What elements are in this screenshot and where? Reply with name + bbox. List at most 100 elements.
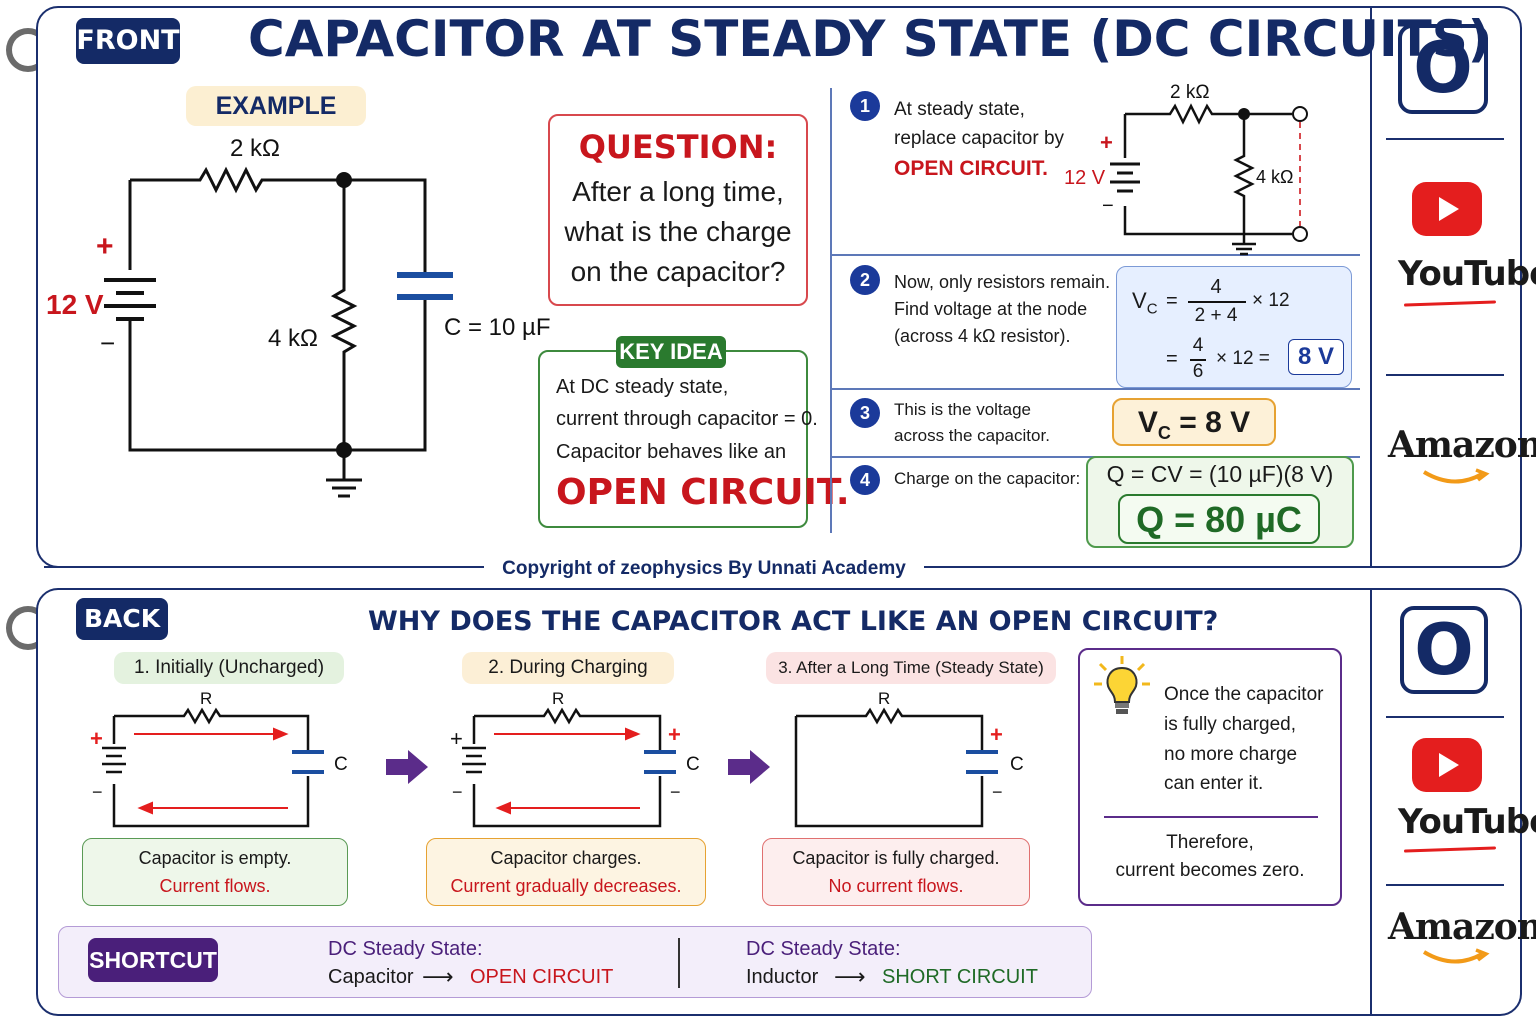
stage-3-caption-box <box>762 838 1030 906</box>
binder-ring-icon <box>6 28 50 72</box>
step-divider-1 <box>832 254 1360 256</box>
stage-2-label: 2. During Charging <box>462 652 674 684</box>
question-line3: on the capacitor? <box>570 256 786 287</box>
copyright-rule-right <box>930 566 1490 568</box>
step-1-r1-label: 2 kΩ <box>1170 82 1210 103</box>
copyright-rule-left <box>44 566 484 568</box>
shortcut-right-item: Inductor <box>746 966 819 988</box>
step-4-number: 4 <box>850 465 880 495</box>
formula-numerator-1: 4 <box>1210 276 1222 298</box>
stage-2-cap-minus: − <box>670 782 681 802</box>
key-idea-line3: Capacitor behaves like an <box>556 441 787 463</box>
stage-3-c: C <box>1010 754 1024 775</box>
step-1-voltage: 12 V <box>1064 167 1106 189</box>
shortcut-left-item: Capacitor <box>328 966 414 988</box>
stage-1-caption-box <box>82 838 348 906</box>
formula-equals-2: = <box>1166 348 1178 370</box>
step-3-number: 3 <box>850 398 880 428</box>
example-plus: + <box>96 230 114 263</box>
formula-denominator-2: 6 <box>1192 361 1204 382</box>
front-title: CAPACITOR AT STEADY STATE (DC CIRCUITS) <box>248 10 1491 68</box>
front-youtube-label[interactable]: YouTube <box>1398 254 1536 294</box>
back-side-divider <box>1370 590 1372 1014</box>
insight-line4: can enter it. <box>1164 773 1264 794</box>
front-tag: FRONT <box>76 18 180 64</box>
stage-2-r: R <box>552 689 564 708</box>
insight-line6: current becomes zero. <box>1115 860 1305 881</box>
key-idea-emphasis: OPEN CIRCUIT. <box>556 472 850 513</box>
steps-left-border <box>830 88 832 533</box>
stage-1-minus: − <box>92 782 103 802</box>
charge-result: Q = 80 µC <box>1118 494 1320 544</box>
step-1-number: 1 <box>850 91 880 121</box>
example-r2-label: 4 kΩ <box>268 325 318 352</box>
stage-3-caption: Capacitor is fully charged. <box>792 848 1000 868</box>
back-youtube-label[interactable]: YouTube <box>1398 802 1536 842</box>
step-1-line2: replace capacitor by <box>894 128 1065 149</box>
example-voltage-label: 12 V <box>46 289 104 320</box>
shortcut-box <box>58 926 1092 998</box>
shortcut-label: SHORTCUT <box>88 938 218 982</box>
stage-3-circuit: R C + − <box>794 689 1024 828</box>
key-idea-line2: current through capacitor = 0. <box>556 408 818 430</box>
stage-2-plus: + <box>450 726 463 751</box>
step-3-line1: This is the voltage <box>894 400 1032 419</box>
question-line1: After a long time, <box>572 176 784 207</box>
example-label: EXAMPLE <box>186 86 366 126</box>
back-youtube-icon[interactable] <box>1412 738 1482 792</box>
formula-vc: VC <box>1132 288 1158 318</box>
question-box <box>548 114 808 306</box>
front-logo-o[interactable]: O <box>1398 24 1488 114</box>
insight-line2: is fully charged, <box>1164 714 1297 735</box>
front-amazon-label[interactable]: Amazon <box>1388 424 1536 466</box>
copyright-text: Copyright of zeophysics By Unnati Academ… <box>484 558 924 580</box>
step-1-plus: + <box>1100 130 1113 155</box>
stage-2-minus: − <box>452 782 463 802</box>
example-node-bottom <box>336 442 352 458</box>
formula-numerator-2: 4 <box>1192 335 1204 356</box>
insight-line1: Once the capacitor <box>1164 684 1324 705</box>
stage-1-r: R <box>200 689 212 708</box>
binder-ring-back-icon <box>6 606 50 650</box>
vc-result-box: VC = 8 V <box>1112 398 1276 446</box>
front-amazon-smile-icon <box>1422 468 1490 484</box>
front-brand-sep-1 <box>1386 138 1504 140</box>
stage-2-cap-plus: + <box>668 722 681 747</box>
step-1-line3: OPEN CIRCUIT. <box>894 157 1049 180</box>
step-1-line1: At steady state, <box>894 99 1025 120</box>
step-1-r2-label: 4 kΩ <box>1256 167 1293 187</box>
example-cap-label: C = 10 µF <box>444 314 551 341</box>
example-node-top <box>336 172 352 188</box>
stage-2-status: Current gradually decreases. <box>450 876 682 896</box>
back-logo-o[interactable]: O <box>1400 606 1488 694</box>
back-brand-sep-2 <box>1386 884 1504 886</box>
key-idea-label: KEY IDEA <box>616 336 726 368</box>
charge-equation: Q = CV = (10 µF)(8 V) <box>1106 461 1334 487</box>
front-brand-sep-2 <box>1386 374 1504 376</box>
stage-1-status: Current flows. <box>159 876 271 896</box>
step-4-line1: Charge on the capacitor: <box>894 469 1081 488</box>
stage-3-cap-plus: + <box>990 722 1003 747</box>
formula-result: 8 V <box>1288 339 1344 375</box>
stage-3-cap-minus: − <box>992 782 1003 802</box>
step-2-line3: (across 4 kΩ resistor). <box>894 326 1071 346</box>
lightbulb-icon <box>1094 656 1150 714</box>
formula-fraction-bar-1 <box>1188 301 1246 303</box>
shortcut-left-title: DC Steady State: <box>328 938 483 960</box>
arrow-1-icon <box>386 750 428 784</box>
formula-times-2: × 12 = <box>1216 348 1270 369</box>
front-youtube-icon[interactable] <box>1412 182 1482 236</box>
back-amazon-label[interactable]: Amazon <box>1388 906 1536 948</box>
formula-denominator-1: 2 + 4 <box>1194 305 1238 326</box>
question-heading: QUESTION: <box>578 128 778 166</box>
stage-2-circuit: R C + − + − <box>450 689 700 828</box>
back-brand-sep-1 <box>1386 716 1504 718</box>
step-1-terminal-top <box>1292 106 1308 122</box>
formula-fraction-bar-2 <box>1190 359 1206 361</box>
shortcut-right-result: SHORT CIRCUIT <box>882 966 1038 988</box>
step-2-line1: Now, only resistors remain. <box>894 272 1111 292</box>
insight-box <box>1078 648 1342 906</box>
stage-2-c: C <box>686 754 700 775</box>
formula-equals-1: = <box>1166 290 1178 312</box>
example-circuit: 2 kΩ 4 kΩ C = 10 µF 12 V + − <box>46 135 551 498</box>
